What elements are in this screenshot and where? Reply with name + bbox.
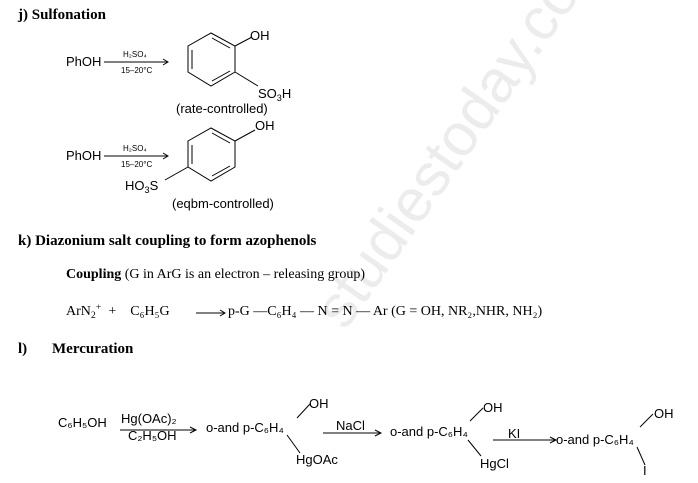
- reagent-label: H₂SO₄: [123, 50, 147, 59]
- product: o-and p-C₆H₄: [556, 432, 634, 447]
- reagent-nacl: NaCl: [336, 418, 365, 433]
- benzene-ring: [187, 32, 236, 87]
- reactant-phoh: PhOH: [66, 54, 102, 69]
- iodo-label: I: [643, 463, 647, 478]
- coupling-equation: ArN2+ + C₆H₅G: [66, 302, 170, 321]
- oh-label: OH: [483, 400, 503, 415]
- oh-label: OH: [255, 118, 275, 133]
- arrowhead: [162, 58, 169, 66]
- condition-label: 15–20°C: [121, 160, 153, 169]
- hgcl-label: HgCl: [480, 456, 509, 471]
- benzene-ring: [187, 127, 236, 182]
- condition-label: 15–20°C: [121, 66, 153, 75]
- oh-label: OH: [309, 396, 329, 411]
- ho3s-label: HO3S: [125, 178, 159, 195]
- coupling-product: p-G —C₆H₄ — N = N — Ar (G = OH, NR₂,NHR,…: [228, 304, 543, 319]
- hgoac-label: HgOAc: [296, 452, 338, 467]
- start-phenol: C₆H₅OH: [58, 415, 107, 430]
- coupling-description: Coupling (G in ArG is an electron – rele…: [66, 267, 366, 282]
- note-rate-controlled: (rate-controlled): [176, 101, 268, 116]
- section-heading-diazonium: k) Diazonium salt coupling to form azoph…: [18, 233, 317, 249]
- so3h-label: SO3H: [258, 86, 292, 103]
- reagent-ethanol: C₂H₅OH: [128, 428, 177, 443]
- reagent-ki: KI: [508, 426, 521, 441]
- oh-label: OH: [250, 28, 270, 43]
- section-heading-sulfonation: j) Sulfonation: [18, 7, 106, 23]
- reactant-phoh: PhOH: [66, 148, 102, 163]
- section-heading-mercuration: Mercuration: [52, 341, 134, 357]
- reagent-hgoac2: Hg(OAc)₂: [121, 411, 177, 426]
- section-label-l: l): [18, 341, 28, 357]
- intermediate-1: o-and p-C₆H₄: [206, 420, 284, 435]
- reagent-label: H₂SO₄: [123, 144, 147, 153]
- arrowhead: [162, 152, 169, 160]
- note-eqbm-controlled: (eqbm-controlled): [172, 196, 274, 211]
- oh-label: OH: [654, 406, 674, 421]
- intermediate-2: o-and p-C₆H₄: [390, 424, 468, 439]
